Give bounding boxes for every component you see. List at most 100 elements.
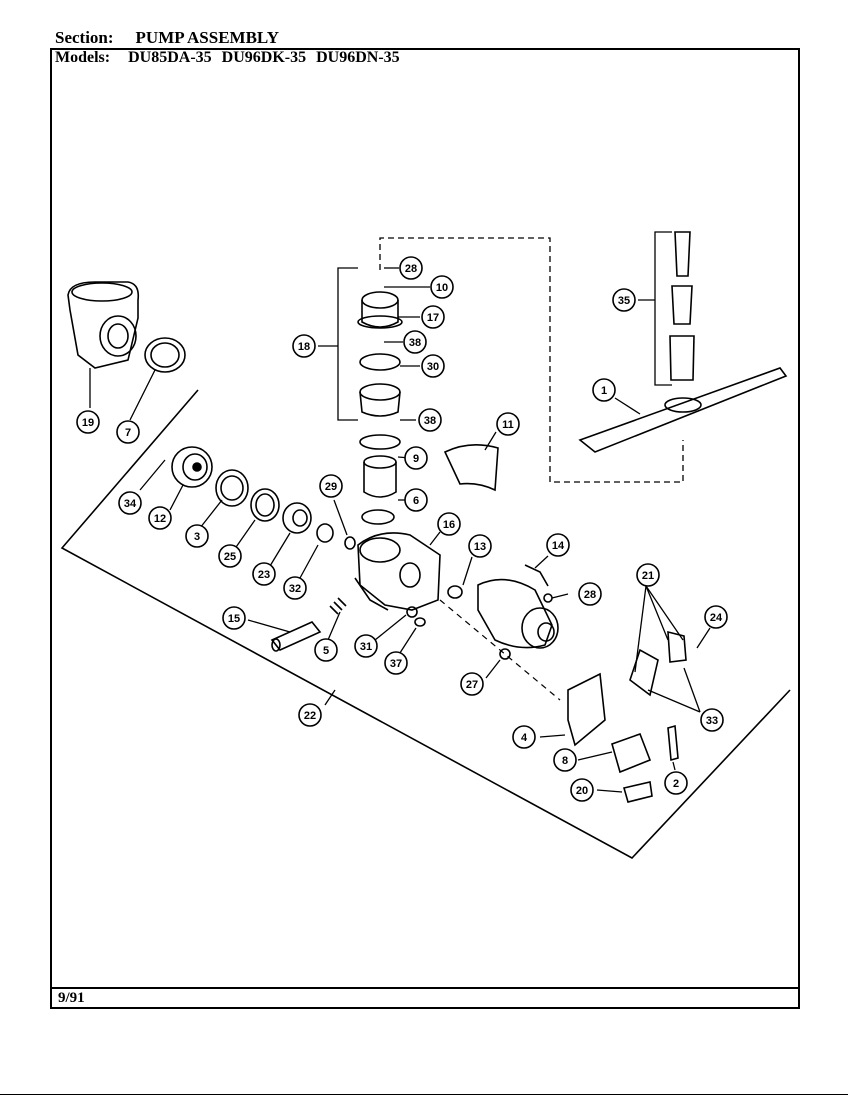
- callout-circle: [578, 582, 602, 606]
- callout-19: 19: [76, 410, 100, 434]
- callout-circle: [460, 672, 484, 696]
- revision-date: 9/91: [58, 990, 85, 1006]
- part-13-shape: [447, 585, 463, 599]
- callout-circle: [553, 748, 577, 772]
- callout-label: 6: [413, 495, 419, 507]
- section-value: PUMP ASSEMBLY: [135, 28, 279, 47]
- callout-28: 28: [399, 256, 423, 280]
- callout-circle: [404, 446, 428, 470]
- callout-label: 14: [552, 540, 565, 552]
- callout-circle: [612, 288, 636, 312]
- part-5-spring-shape: [329, 597, 347, 615]
- callout-label: 4: [521, 732, 528, 744]
- callout-circle: [222, 606, 246, 630]
- part-8-shape: [611, 732, 652, 774]
- callout-24: 24: [704, 605, 728, 629]
- part-27-shape: [499, 648, 511, 660]
- callout-circle: [148, 506, 172, 530]
- callout-label: 10: [436, 282, 448, 294]
- callout-16: 16: [437, 512, 461, 536]
- callout-22: 22: [298, 703, 322, 727]
- dashed-routing: [379, 237, 684, 483]
- part-31-shape: [406, 606, 418, 618]
- callout-circle: [546, 533, 570, 557]
- dashed-centerline: [439, 599, 561, 701]
- callout-23: 23: [252, 562, 276, 586]
- callout-label: 23: [258, 569, 270, 581]
- callout-1: 1: [592, 378, 616, 402]
- callout-11: 11: [496, 412, 520, 436]
- part-38-shape: [359, 383, 401, 417]
- diagram-frame: [50, 48, 800, 1009]
- callout-13: 13: [468, 534, 492, 558]
- part-6-ring-shape: [361, 509, 395, 525]
- callout-circle: [468, 534, 492, 558]
- callout-28: 28: [578, 582, 602, 606]
- callout-label: 28: [584, 589, 596, 601]
- part-23-hub-shape: [282, 502, 312, 534]
- callout-label: 9: [413, 453, 419, 465]
- callout-circle: [700, 708, 724, 732]
- callout-label: 8: [562, 755, 568, 767]
- callout-32: 32: [283, 576, 307, 600]
- callout-31: 31: [354, 634, 378, 658]
- part-9-ring-shape: [359, 434, 401, 450]
- callout-circle: [636, 563, 660, 587]
- callout-circle: [704, 605, 728, 629]
- part-16-housing-shape: [354, 532, 441, 611]
- callout-label: 19: [82, 417, 94, 429]
- part-32-shape: [316, 523, 334, 543]
- callout-34: 34: [118, 491, 142, 515]
- callout-label: 33: [706, 715, 718, 727]
- callout-circle: [418, 408, 442, 432]
- callout-circle: [319, 474, 343, 498]
- callout-8: 8: [553, 748, 577, 772]
- callout-circle: [664, 771, 688, 795]
- callout-38: 38: [403, 330, 427, 354]
- callout-33: 33: [700, 708, 724, 732]
- callout-37: 37: [384, 651, 408, 675]
- callout-6: 6: [404, 488, 428, 512]
- callout-label: 24: [710, 612, 723, 624]
- callout-circle: [218, 544, 242, 568]
- callout-circle: [252, 562, 276, 586]
- section-heading: Section:PUMP ASSEMBLY: [55, 28, 279, 48]
- part-21-shape: [629, 648, 659, 697]
- callout-label: 28: [405, 263, 417, 275]
- part-1-spray-arm-shape: [578, 367, 788, 453]
- part-25-seal-shape: [250, 488, 280, 522]
- callout-label: 29: [325, 481, 337, 493]
- callout-25: 25: [218, 544, 242, 568]
- callout-label: 18: [298, 341, 310, 353]
- part-2-shape: [667, 724, 679, 762]
- base-outline: [60, 389, 791, 859]
- callout-circle: [76, 410, 100, 434]
- callout-label: 35: [618, 295, 630, 307]
- callout-35: 35: [612, 288, 636, 312]
- callout-label: 20: [576, 785, 588, 797]
- part-9-body-shape: [363, 455, 397, 498]
- part-30-ring-shape: [359, 353, 401, 371]
- callout-label: 32: [289, 583, 301, 595]
- callout-circle: [437, 512, 461, 536]
- callout-label: 15: [228, 613, 240, 625]
- callout-label: 27: [466, 679, 478, 691]
- callout-21: 21: [636, 563, 660, 587]
- callout-18: 18: [292, 334, 316, 358]
- part-12-impeller-shape: [171, 446, 213, 488]
- callout-label: 7: [125, 427, 131, 439]
- callout-circle: [421, 305, 445, 329]
- callout-circle: [283, 576, 307, 600]
- callout-2: 2: [664, 771, 688, 795]
- models-heading: Models:DU85DA-35 DU96DK-35 DU96DN-35: [55, 49, 400, 67]
- callout-circle: [298, 703, 322, 727]
- callout-circle: [118, 491, 142, 515]
- part-20-shape: [622, 781, 653, 803]
- callout-label: 11: [502, 419, 514, 431]
- callout-circle: [384, 651, 408, 675]
- callout-label: 1: [601, 385, 607, 397]
- part-11-cover-shape: [443, 444, 499, 492]
- callout-38: 38: [418, 408, 442, 432]
- callout-10: 10: [430, 275, 454, 299]
